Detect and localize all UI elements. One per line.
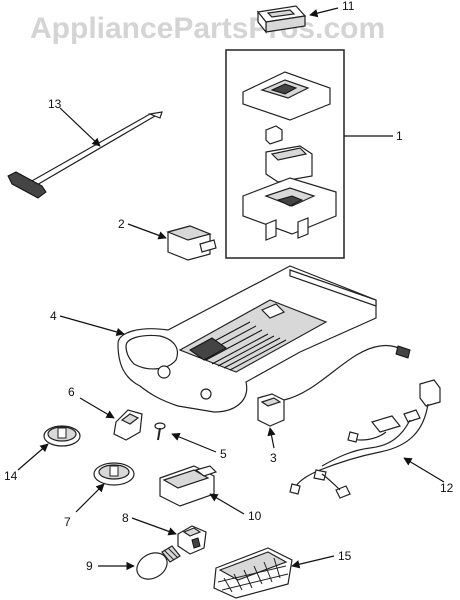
part-1-assembly-box[interactable]: [225, 49, 345, 259]
watermark-text: AppliancePartsPros.com: [30, 12, 385, 45]
callout-15: 15: [338, 549, 352, 563]
leader-14: [17, 443, 49, 471]
callout-10: 10: [248, 509, 262, 523]
callout-12: 12: [440, 481, 454, 495]
callout-9: 9: [86, 559, 93, 573]
part-9-light-bulb[interactable]: [132, 545, 181, 584]
part-13-rod[interactable]: [7, 111, 163, 199]
callout-7: 7: [64, 515, 71, 529]
callout-4: 4: [50, 309, 57, 323]
part-7-cover[interactable]: [93, 462, 135, 486]
leader-2: [127, 223, 167, 240]
leader-7: [75, 483, 105, 513]
leader-4: [59, 315, 125, 336]
part-8-socket[interactable]: [177, 525, 207, 555]
part-11[interactable]: [256, 5, 307, 34]
leader-3: [267, 427, 276, 449]
part-12-wire-harness[interactable]: [289, 379, 441, 499]
leader-6: [79, 397, 115, 419]
part-15-basket[interactable]: [213, 547, 293, 599]
leader-13: [59, 107, 101, 147]
part-2-actuator[interactable]: [166, 225, 217, 261]
leader-5: [171, 432, 217, 453]
part-4-base-housing[interactable]: [117, 265, 377, 413]
part-3-switch[interactable]: [257, 344, 411, 427]
callout-11: 11: [342, 0, 355, 13]
part-5-screw[interactable]: [154, 422, 166, 441]
callout-5: 5: [220, 447, 227, 461]
callout-2: 2: [118, 217, 125, 231]
leader-15: [291, 555, 335, 569]
callout-13: 13: [48, 97, 62, 111]
callout-1: 1: [396, 129, 403, 143]
callout-3: 3: [270, 451, 277, 465]
part-6-knob[interactable]: [113, 409, 143, 441]
part-14-disc[interactable]: [43, 425, 81, 447]
leader-11: [309, 7, 339, 18]
callout-8: 8: [122, 511, 129, 525]
part-10-bracket[interactable]: [159, 465, 218, 507]
leader-10: [209, 493, 245, 515]
leader-8: [131, 517, 177, 536]
callout-6: 6: [68, 385, 75, 399]
leader-12: [403, 457, 445, 483]
callout-14: 14: [4, 469, 18, 483]
